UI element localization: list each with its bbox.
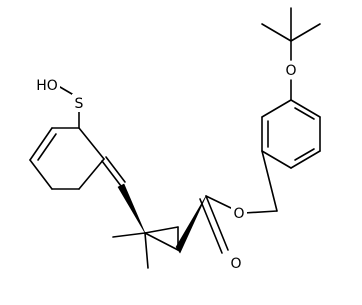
ester-oxygen-label: O [233,206,244,222]
wedge-bond-ester [175,195,207,254]
benzene-ring [261,99,321,169]
atom-labels: O O O S HO [34,61,299,272]
cyclopropane-ring [112,226,179,269]
exocyclic-double-bond [101,156,126,187]
sulfenic-acid-group [59,86,80,129]
sulfur-label: S [75,96,84,112]
tert-butyl-group [261,7,321,61]
ester-chain [199,150,278,254]
carbonyl-oxygen-label: O [230,256,241,272]
hydroxyl-label: HO [36,78,58,94]
ether-oxygen-label: O [285,63,296,79]
wedge-bond-vinyl [117,183,146,234]
cyclohexene-ring [29,127,105,190]
